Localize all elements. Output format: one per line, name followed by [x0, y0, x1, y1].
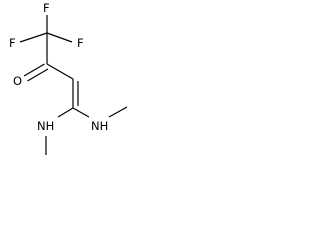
amine-right-label: NH: [91, 119, 108, 133]
bonds: [19, 15, 128, 155]
bond-c2-o-double-b: [27, 68, 49, 82]
atom-labels: F F F O NH NH: [9, 1, 108, 133]
fluorine-right-label: F: [77, 36, 84, 50]
bond-c2-c3: [46, 63, 74, 80]
bond-c4-n-left: [57, 107, 74, 118]
fluorine-left-label: F: [9, 36, 16, 50]
bond-c1-f-left: [19, 32, 48, 43]
bond-c4-n-right: [72, 107, 90, 118]
structure-diagram: F F F O NH NH: [9, 1, 128, 155]
bond-c1-f-right: [46, 32, 73, 43]
bond-c2-o-double-a: [23, 63, 45, 77]
fluorine-bottom-label: F: [43, 1, 50, 15]
bond-n-right-methyl: [108, 106, 128, 118]
amine-left-label: NH: [37, 119, 54, 133]
carbonyl-oxygen-label: O: [13, 74, 22, 88]
